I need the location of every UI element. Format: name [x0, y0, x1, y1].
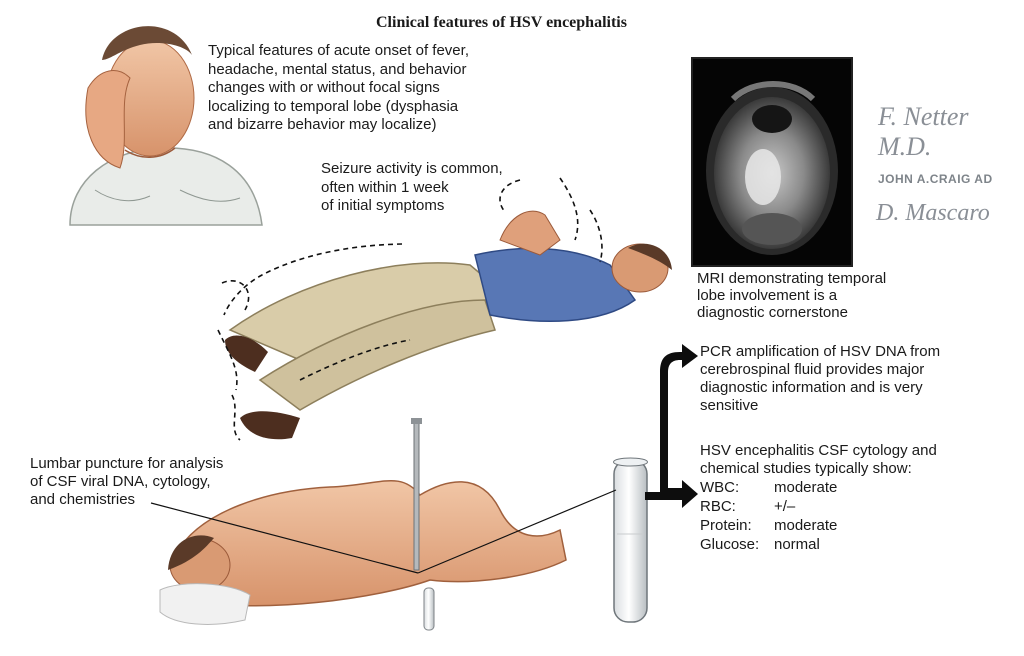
- pcr-line: sensitive: [700, 397, 759, 414]
- pcr-description: PCR amplification of HSV DNA from cerebr…: [700, 343, 940, 415]
- mri-brain-graphic: [706, 81, 838, 255]
- csf-value: +/–: [774, 498, 796, 515]
- csf-label: WBC:: [700, 479, 740, 496]
- lumbar-description: Lumbar puncture for analysis of CSF vira…: [30, 455, 223, 509]
- csf-label: Protein:: [700, 517, 752, 534]
- mri-scan-image: [691, 57, 853, 267]
- lumbar-puncture-patient-illustration: [159, 418, 567, 631]
- csf-row-wbc: WBC: moderate: [700, 478, 937, 497]
- features-line: changes with or without focal signs: [208, 79, 440, 96]
- page-title: Clinical features of HSV encephalitis: [376, 14, 627, 31]
- mri-caption: MRI demonstrating temporal lobe involvem…: [697, 270, 886, 321]
- netter-signature: F. Netter M.D.: [878, 102, 969, 161]
- lumbar-line: and chemistries: [30, 491, 136, 508]
- csf-label: RBC:: [700, 498, 736, 515]
- csf-label: Glucose:: [700, 536, 760, 553]
- seizure-patient-illustration: [225, 210, 672, 440]
- csf-value: normal: [774, 536, 820, 553]
- csf-row-protein: Protein: moderate: [700, 516, 937, 535]
- csf-findings: HSV encephalitis CSF cytology and chemic…: [700, 442, 937, 554]
- seizure-motion-lines: [217, 177, 603, 441]
- seizure-line: Seizure activity is common,: [321, 160, 503, 177]
- headache-patient-illustration: [69, 26, 263, 226]
- pcr-line: PCR amplification of HSV DNA from: [700, 343, 941, 360]
- features-line: localizing to temporal lobe (dysphasia: [208, 97, 459, 115]
- pcr-line: cerebrospinal fluid provides major: [700, 361, 925, 378]
- features-line: and bizarre behavior may localize): [208, 116, 437, 133]
- pcr-arrow: [645, 344, 698, 508]
- pcr-line: diagnostic information and is very: [700, 379, 923, 396]
- lumbar-line: of CSF viral DNA, cytology,: [30, 473, 211, 490]
- csf-row-glucose: Glucose: normal: [700, 535, 937, 554]
- mri-caption-line: diagnostic cornerstone: [697, 304, 848, 321]
- seizure-description: Seizure activity is common, often within…: [321, 160, 503, 216]
- csf-value: moderate: [774, 517, 838, 534]
- craig-signature: JOHN A.CRAIG AD: [878, 172, 993, 186]
- mri-caption-line: MRI demonstrating temporal: [697, 270, 887, 287]
- features-line: Typical features of acute onset of fever…: [208, 42, 469, 59]
- mri-caption-line: lobe involvement is a: [697, 287, 838, 304]
- csf-row-rbc: RBC: +/–: [700, 497, 937, 516]
- features-line: headache, mental status, and behavior: [208, 60, 467, 78]
- mascaro-signature: D. Mascaro: [876, 200, 990, 226]
- features-description: Typical features of acute onset of fever…: [208, 42, 469, 135]
- csf-test-tube: [613, 457, 648, 623]
- seizure-line: of initial symptoms: [321, 197, 445, 214]
- csf-value: moderate: [774, 479, 838, 496]
- lumbar-line: Lumbar puncture for analysis: [30, 455, 224, 472]
- seizure-line: often within 1 week: [321, 178, 449, 196]
- lumbar-callout-line: [150, 489, 617, 574]
- csf-intro-line: HSV encephalitis CSF cytology and: [700, 442, 937, 459]
- csf-intro-line: chemical studies typically show:: [700, 460, 912, 477]
